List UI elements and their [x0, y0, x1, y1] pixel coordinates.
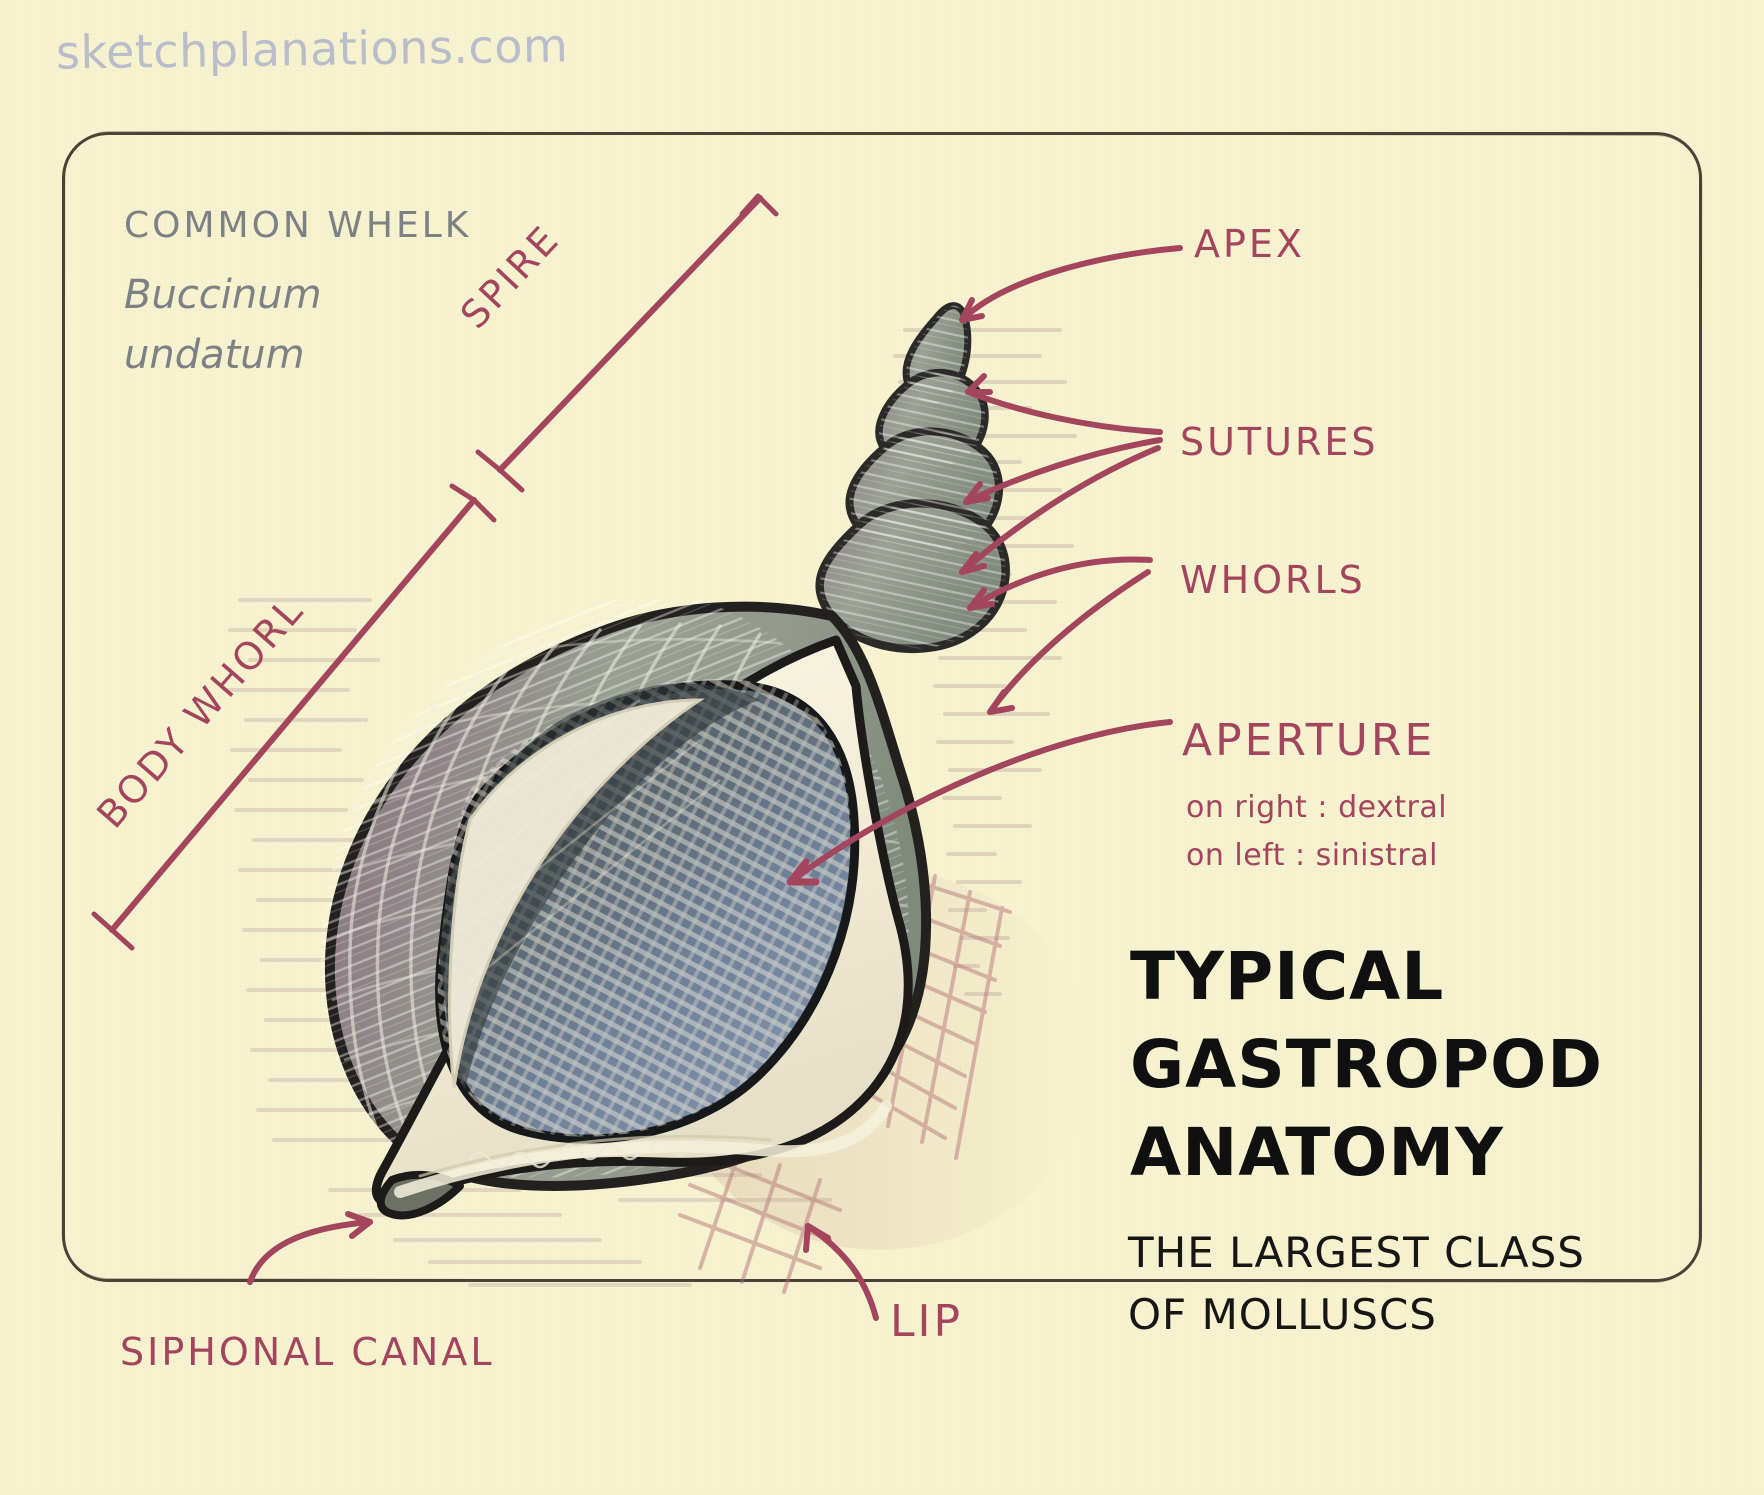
- aperture-note-left: on left : sinistral: [1186, 838, 1438, 873]
- illustration-frame: [62, 132, 1702, 1282]
- subtitle-line-2: OF MOLLUSCS: [1128, 1290, 1437, 1339]
- subtitle-line-1: THE LARGEST CLASS: [1128, 1228, 1585, 1277]
- watermark-sketchplanations: sketchplanations.com: [55, 18, 569, 80]
- scientific-name-line1: Buccinum: [124, 272, 322, 318]
- title-line-3: ANATOMY: [1130, 1114, 1504, 1191]
- label-lip: LIP: [890, 1296, 964, 1347]
- scientific-name-line2: undatum: [124, 332, 305, 378]
- label-aperture: APERTURE: [1182, 715, 1436, 766]
- label-whorls: WHORLS: [1180, 558, 1366, 602]
- label-apex: APEX: [1194, 222, 1305, 266]
- title-line-2: GASTROPOD: [1130, 1026, 1603, 1103]
- label-sutures: SUTURES: [1180, 420, 1379, 464]
- label-siphonal-canal: SIPHONAL CANAL: [120, 1330, 495, 1374]
- common-name-label: COMMON WHELK: [124, 205, 472, 246]
- title-line-1: TYPICAL: [1130, 938, 1445, 1015]
- aperture-note-right: on right : dextral: [1186, 790, 1448, 825]
